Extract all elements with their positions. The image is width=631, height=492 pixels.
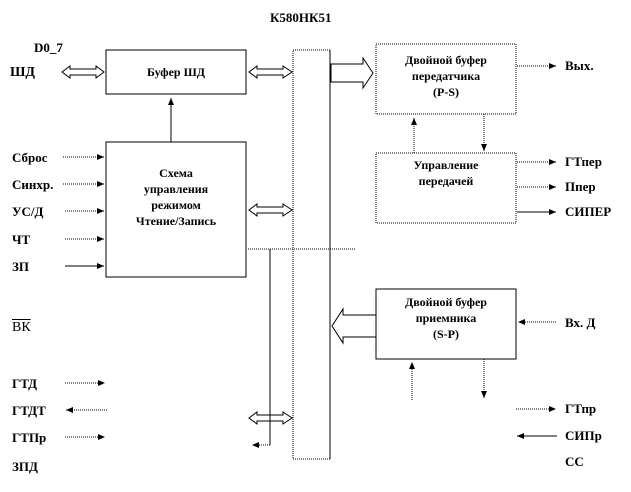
signal-txrdy: ГТпер — [565, 154, 602, 169]
data-buffer-label: Буфер ШД — [146, 65, 206, 79]
signal-rts: ГТПр — [12, 430, 47, 445]
signal-txc: СИПЕР — [565, 204, 612, 219]
tx-buffer-label: Двойной буфер передатчика (P-S) — [376, 52, 516, 100]
rx-line-1: Двойной буфер — [405, 295, 487, 309]
double-arrow-buffer-bus — [248, 65, 293, 79]
tx-line-3: (P-S) — [433, 85, 459, 99]
rw-control-label: Схема управления режимом Чтение/Запись — [106, 165, 246, 229]
signal-rxd: Вх. Д — [565, 315, 596, 330]
data-buffer-box — [105, 49, 247, 95]
tx-line-1: Двойной буфер — [405, 53, 487, 67]
signal-rxc: СИПр — [565, 428, 602, 443]
data-bits-label: D0_7 — [34, 40, 63, 55]
signal-txd: Вых. — [565, 58, 594, 73]
rw-line-1: Схема — [159, 166, 193, 180]
signal-rd: ЧТ — [12, 232, 31, 247]
rw-control-box — [105, 141, 247, 278]
signal-rxrdy: ГТпр — [565, 401, 597, 416]
signal-cs: ВК — [12, 320, 31, 335]
rx-line-2: приемника — [415, 311, 477, 325]
signal-syndet: СС — [565, 454, 584, 469]
rx-buffer-box — [375, 288, 517, 360]
arrow-bus-to-tx — [330, 56, 374, 90]
txc-line-1: Управление — [413, 158, 479, 172]
arrow-rx-to-bus — [331, 307, 377, 345]
signal-dsr: ГТДТ — [12, 403, 46, 418]
internal-bus — [292, 49, 331, 460]
double-arrow-control-bus — [248, 203, 293, 217]
tx-buffer-box — [375, 43, 517, 115]
signal-wr: ЗП — [12, 259, 29, 274]
tx-control-box — [375, 152, 517, 224]
rx-line-3: (S-P) — [433, 327, 459, 341]
signal-dtr: ГТД — [12, 376, 38, 391]
signal-sync: Синхр. — [12, 177, 54, 192]
rw-line-2: управления — [143, 182, 209, 196]
signal-txe: Ппер — [565, 179, 596, 194]
signal-reset: Сброс — [12, 150, 48, 165]
signal-data-bus: ШД — [10, 65, 36, 80]
rw-line-3: режимом — [151, 198, 201, 212]
chip-title: К580НК51 — [270, 10, 332, 25]
tx-line-2: передатчика — [411, 69, 481, 83]
rx-buffer-label: Двойной буфер приемника (S-P) — [376, 294, 516, 342]
signal-cts: ЗПД — [12, 459, 38, 474]
txc-line-2: передачей — [418, 174, 474, 188]
rw-line-4: Чтение/Запись — [135, 214, 217, 228]
signal-cd: УС/Д — [12, 204, 44, 219]
double-arrow-databus — [61, 65, 105, 79]
tx-control-label: Управление передачей — [376, 157, 516, 189]
